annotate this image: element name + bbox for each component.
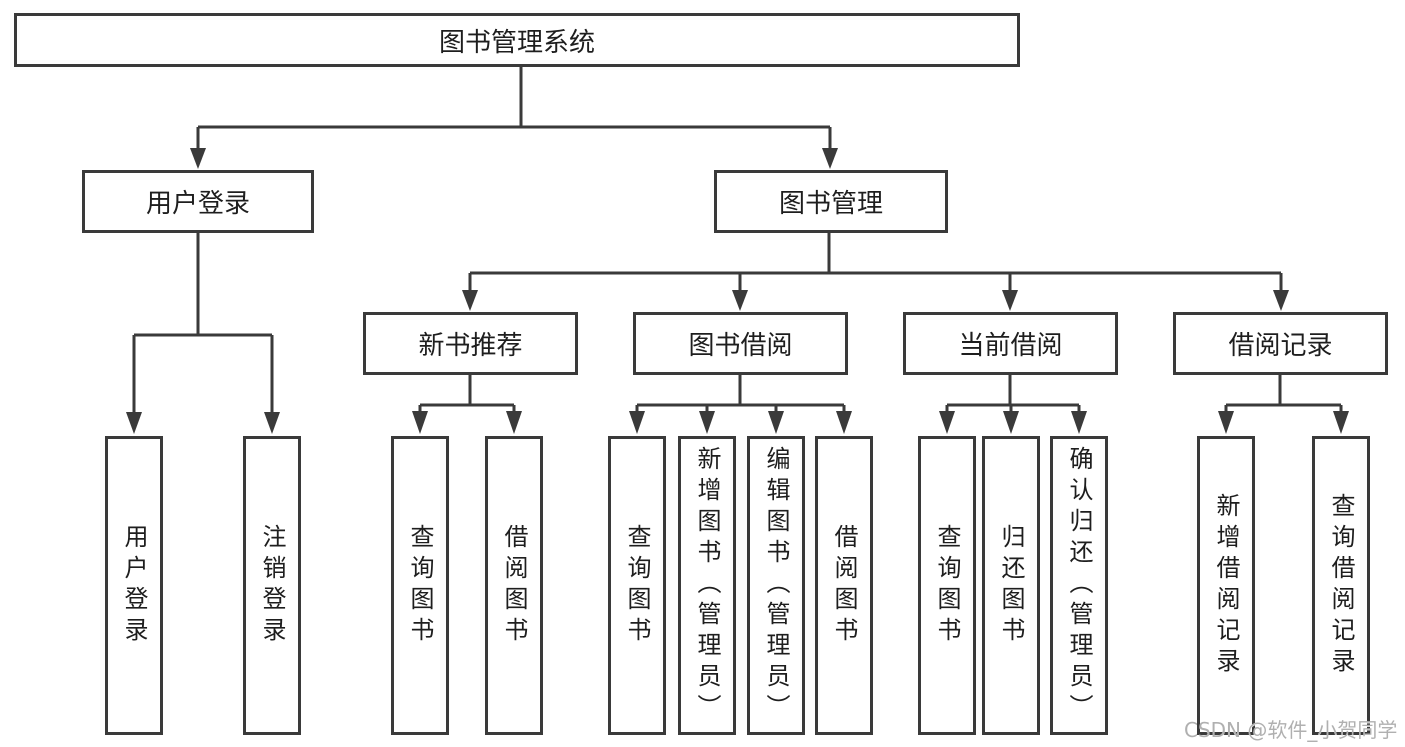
node-book-management: 图书管理 [714,170,948,233]
node-root-system: 图书管理系统 [14,13,1020,67]
leaf-edit-book-admin: 编辑图书（管理员） [747,436,805,735]
leaf-query-books-borrowing: 查询图书 [608,436,666,735]
leaf-user-login: 用户登录 [105,436,163,735]
leaf-confirm-return-admin: 确认归还（管理员） [1050,436,1108,735]
leaf-query-books-current: 查询图书 [918,436,976,735]
leaf-logout: 注销登录 [243,436,301,735]
node-book-borrowing: 图书借阅 [633,312,848,375]
leaf-query-books-recommend: 查询图书 [391,436,449,735]
leaf-query-borrow-record: 查询借阅记录 [1312,436,1370,735]
leaf-borrow-books-borrowing: 借阅图书 [815,436,873,735]
node-new-book-recommendation: 新书推荐 [363,312,578,375]
node-borrowing-records: 借阅记录 [1173,312,1388,375]
leaf-add-borrow-record: 新增借阅记录 [1197,436,1255,735]
node-current-borrowing: 当前借阅 [903,312,1118,375]
leaf-add-book-admin: 新增图书（管理员） [678,436,736,735]
leaf-return-book: 归还图书 [982,436,1040,735]
csdn-watermark: CSDN @软件_小贺同学 [1184,718,1398,742]
leaf-borrow-books-recommend: 借阅图书 [485,436,543,735]
node-user-login: 用户登录 [82,170,314,233]
